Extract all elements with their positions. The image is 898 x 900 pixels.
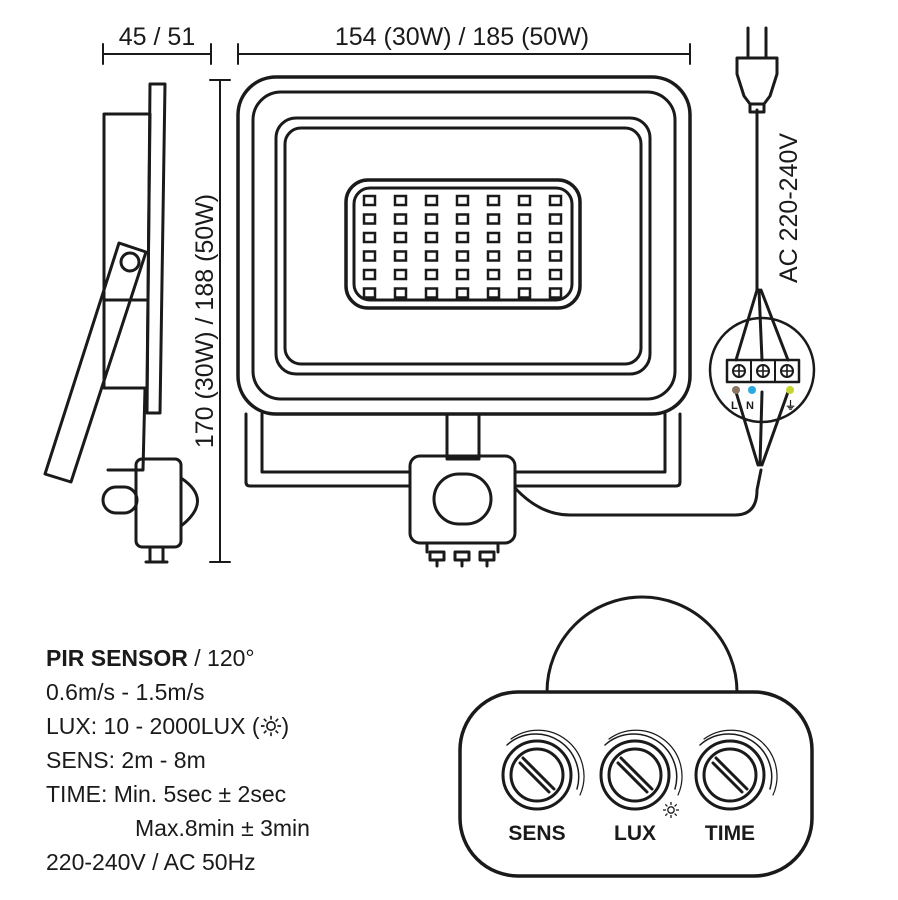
spec-time-max: Max.8min ± 3min xyxy=(135,815,310,841)
led-chip xyxy=(517,250,532,262)
dimension-height-label: 170 (30W) / 188 (50W) xyxy=(191,194,219,448)
spec-title-rest: / 120° xyxy=(187,645,255,671)
led-chip xyxy=(455,194,470,207)
knob-label-lux: LUX xyxy=(614,822,656,845)
led-chip xyxy=(362,268,377,281)
led-chip xyxy=(362,194,377,207)
spec-title: PIR SENSOR / 120° xyxy=(46,641,310,675)
earth-wire-dot xyxy=(786,386,794,394)
led-chip xyxy=(486,287,501,299)
time-knob[interactable] xyxy=(694,729,778,811)
terminal-label-earth: ⏚ xyxy=(785,399,796,412)
sens-knob[interactable] xyxy=(501,729,585,811)
dimension-depth-line xyxy=(102,43,212,65)
led-chip xyxy=(548,250,563,262)
led-chip xyxy=(517,213,532,225)
spec-lux-prefix: LUX: 10 - 2000LUX ( xyxy=(46,713,260,739)
power-cable-label: AC 220-240V xyxy=(775,133,803,283)
spec-time-min: TIME: Min. 5sec ± 2sec xyxy=(46,781,287,807)
live-wire-dot xyxy=(732,386,740,394)
spec-title-bold: PIR SENSOR xyxy=(46,645,188,671)
led-chip xyxy=(455,250,470,262)
led-chip xyxy=(548,287,563,299)
knob-label-sens: SENS xyxy=(508,822,565,845)
led-chip xyxy=(424,250,439,262)
sensor-control-panel xyxy=(458,595,814,878)
plug-icon xyxy=(735,26,779,114)
led-chip xyxy=(424,213,439,225)
spec-sens: SENS: 2m - 8m xyxy=(46,747,206,773)
led-chip xyxy=(424,194,439,207)
led-chip xyxy=(424,287,439,299)
led-chip xyxy=(486,231,501,244)
led-chip xyxy=(362,231,377,244)
led-chip xyxy=(393,194,408,207)
dimension-depth-label: 45 / 51 xyxy=(119,23,195,51)
led-chip xyxy=(486,250,501,262)
neutral-wire-dot xyxy=(748,386,756,394)
led-chip xyxy=(517,287,532,299)
led-chip xyxy=(424,268,439,281)
dimension-width-line xyxy=(237,43,691,65)
spec-lux-suffix: ) xyxy=(281,713,290,739)
led-chip xyxy=(455,268,470,281)
spec-lux: LUX: 10 - 2000LUX () xyxy=(46,709,310,743)
spec-speed: 0.6m/s - 1.5m/s xyxy=(46,679,205,705)
led-chip xyxy=(548,213,563,225)
led-chip xyxy=(486,213,501,225)
led-chip xyxy=(548,194,563,207)
led-chip xyxy=(455,213,470,225)
led-chip xyxy=(455,287,470,299)
side-view xyxy=(43,82,199,564)
led-chip xyxy=(393,268,408,281)
terminal-label-l: L xyxy=(731,400,738,412)
lux-knob[interactable] xyxy=(599,729,683,811)
led-chip xyxy=(517,231,532,244)
sensor-knobs xyxy=(501,729,778,811)
spec-voltage: 220-240V / AC 50Hz xyxy=(46,849,256,875)
led-chip xyxy=(548,268,563,281)
led-chip xyxy=(362,250,377,262)
led-chip xyxy=(424,231,439,244)
led-chip xyxy=(393,250,408,262)
led-grid xyxy=(362,194,563,299)
led-chip xyxy=(393,287,408,299)
led-chip xyxy=(393,213,408,225)
terminal-block-icon xyxy=(708,316,816,424)
led-chip xyxy=(517,268,532,281)
sun-icon xyxy=(260,715,281,737)
specs-block: PIR SENSOR / 120° 0.6m/s - 1.5m/s LUX: 1… xyxy=(46,641,310,879)
led-chip xyxy=(393,231,408,244)
dimension-width-label: 154 (30W) / 185 (50W) xyxy=(335,23,589,51)
sun-icon xyxy=(663,802,679,818)
led-chip xyxy=(486,268,501,281)
led-chip xyxy=(517,194,532,207)
dimension-height-line xyxy=(209,79,231,563)
knob-label-time: TIME xyxy=(705,822,755,845)
terminal-label-n: N xyxy=(746,400,754,412)
led-chip xyxy=(455,231,470,244)
led-chip xyxy=(362,213,377,225)
led-chip xyxy=(548,231,563,244)
power-cable xyxy=(513,108,790,517)
led-chip xyxy=(486,194,501,207)
led-chip xyxy=(362,287,377,299)
front-view xyxy=(236,75,692,568)
